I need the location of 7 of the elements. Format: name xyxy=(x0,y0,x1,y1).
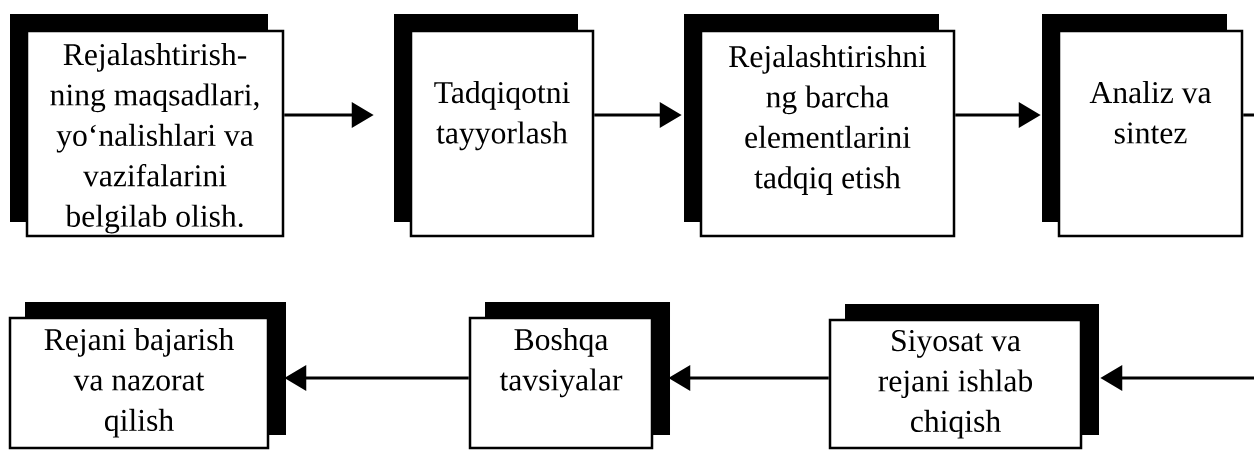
process-box: Rejalashtirishni ng barcha elementlarini tadqiq etish xyxy=(684,14,956,238)
process-box: Boshqa tavsiyalar xyxy=(468,302,670,450)
process-box: Analiz va sintez xyxy=(1042,14,1244,238)
process-box: Rejani bajarish va nazorat qilish xyxy=(8,302,286,450)
process-box: Siyosat va rejani ishlab chiqish xyxy=(828,304,1099,450)
process-box: Tadqiqotni tayyorlash xyxy=(394,14,595,238)
process-box: Rejalashtirish- ning maqsadlari, yo‘nalishlari va vazifalarini belgilab olish. xyxy=(10,14,285,238)
